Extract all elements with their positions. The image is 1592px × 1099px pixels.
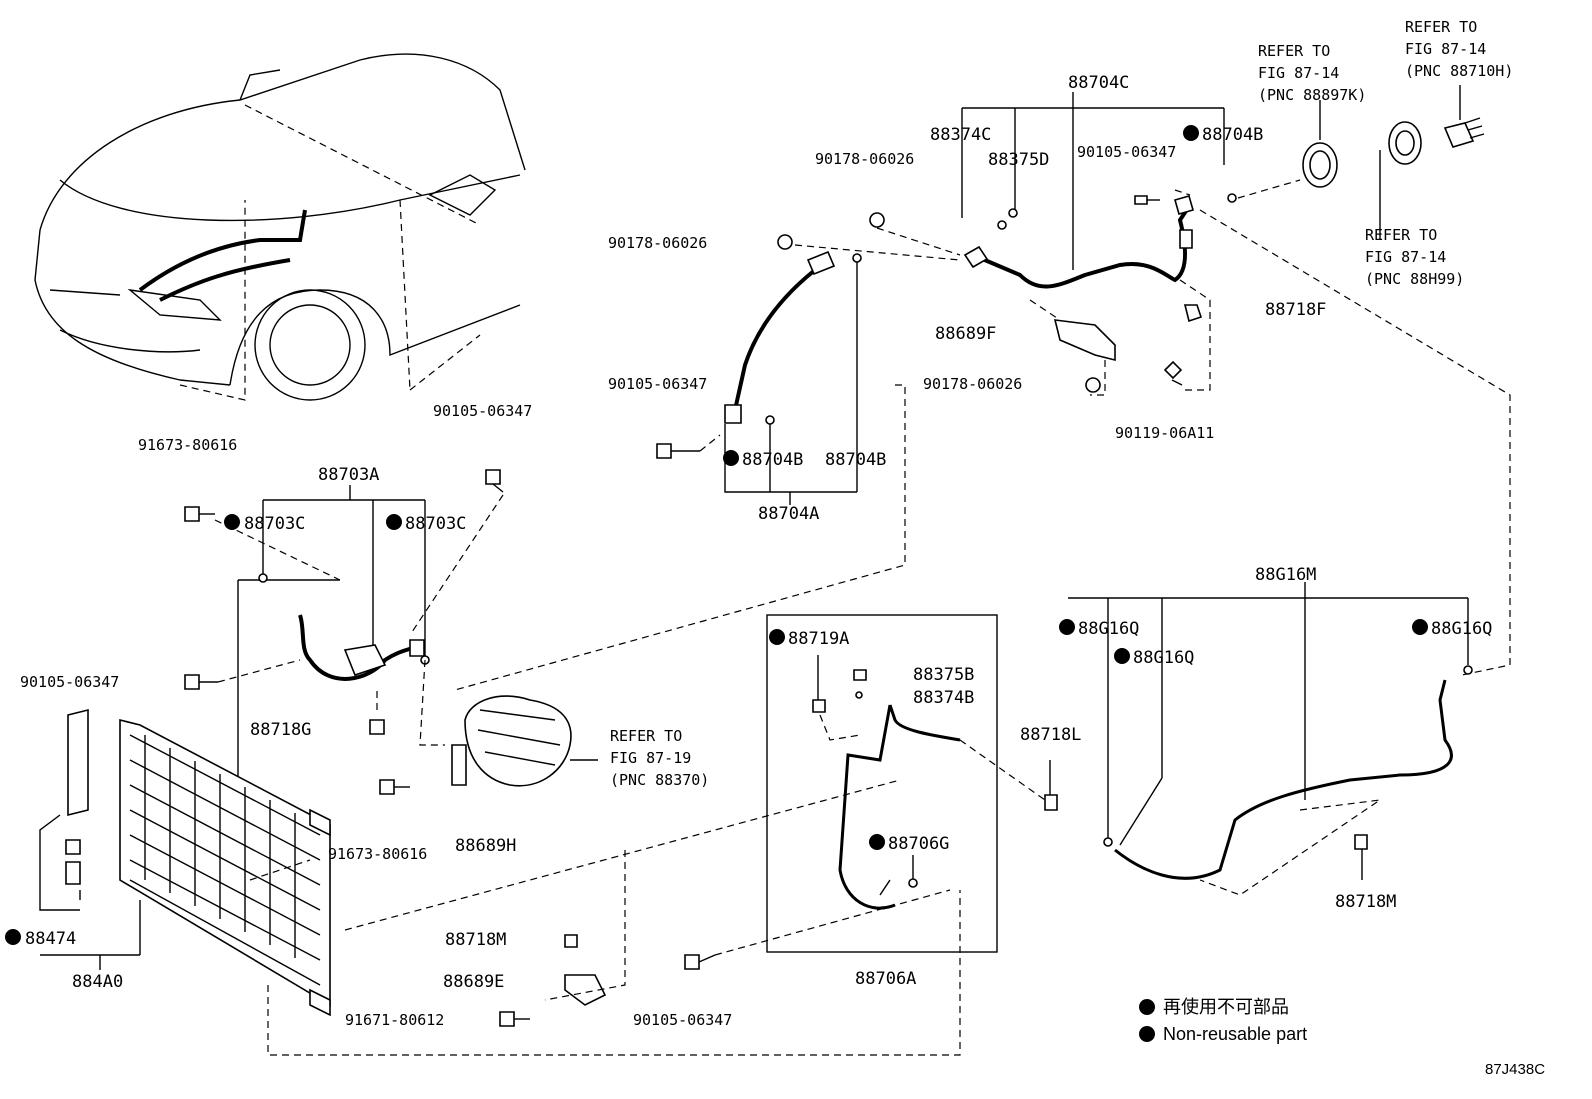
refer-notes: REFER TO FIG 87-14 (PNC 88897K) REFER TO…	[610, 18, 1513, 789]
pipe-assembly-88706A	[766, 614, 998, 953]
nonreusable-marker	[1059, 619, 1075, 635]
label-88718M-bottom: 88718M	[445, 930, 506, 950]
label-88704B-top: 88704B	[1202, 125, 1263, 145]
label-88703A: 88703A	[318, 465, 379, 485]
label-88375D: 88375D	[988, 150, 1049, 170]
label-90105-06347-top: 90105-06347	[1077, 143, 1176, 161]
label-90178-06026-b: 90178-06026	[608, 234, 707, 252]
hose-assembly-88704C	[777, 92, 1511, 676]
figure-code: 87J438C	[1485, 1061, 1545, 1078]
label-90178-06026-a: 90178-06026	[815, 150, 914, 168]
vehicle-outline	[34, 53, 526, 401]
label-90105-06347-left-top: 90105-06347	[433, 402, 532, 420]
nonreusable-marker	[1114, 648, 1130, 664]
refer-88710H-line1: REFER TO	[1405, 18, 1477, 36]
refer-88H99-line3: (PNC 88H99)	[1365, 270, 1464, 288]
refer-88710H-line2: FIG 87-14	[1405, 40, 1486, 58]
label-88374C: 88374C	[930, 125, 991, 145]
label-88718G: 88718G	[250, 720, 311, 740]
label-88719A: 88719A	[788, 629, 849, 649]
label-88G16Q-left: 88G16Q	[1078, 619, 1139, 639]
label-90105-06347-bottom: 90105-06347	[633, 1011, 732, 1029]
label-90119-06A11: 90119-06A11	[1115, 424, 1214, 442]
nonreusable-marker	[224, 514, 240, 530]
nonreusable-marker	[769, 629, 785, 645]
hose-assembly-88703A	[184, 469, 504, 911]
label-90178-06026-c: 90178-06026	[923, 375, 1022, 393]
label-88718L: 88718L	[1020, 725, 1081, 745]
legend-marker-en	[1139, 1026, 1155, 1042]
label-91673-80616-bottom: 91673-80616	[328, 845, 427, 863]
label-88703C-right: 88703C	[405, 514, 466, 534]
label-88718F: 88718F	[1265, 300, 1326, 320]
legend-marker-jp	[1139, 999, 1155, 1015]
label-88G16Q-right: 88G16Q	[1431, 619, 1492, 639]
refer-88H99-line2: FIG 87-14	[1365, 248, 1446, 266]
nonreusable-marker	[1412, 619, 1428, 635]
nonreusable-marker	[869, 834, 885, 850]
refer-88370-line3: (PNC 88370)	[610, 771, 709, 789]
legend-jp: 再使用不可部品	[1163, 997, 1289, 1017]
label-88G16Q-mid: 88G16Q	[1133, 648, 1194, 668]
label-88374B: 88374B	[913, 688, 974, 708]
label-88689F: 88689F	[935, 324, 996, 344]
compressor	[379, 695, 598, 795]
part-labels: 88704C 88374C 88375D 90105-06347 88704B …	[5, 73, 1492, 1029]
label-90105-06347-left: 90105-06347	[20, 673, 119, 691]
nonreusable-marker	[1183, 125, 1199, 141]
refer-parts-top	[1302, 85, 1485, 240]
label-88706G: 88706G	[888, 834, 949, 854]
refer-88370-line2: FIG 87-19	[610, 749, 691, 767]
label-88703C-left: 88703C	[244, 514, 305, 534]
label-88704B-right: 88704B	[825, 450, 886, 470]
refer-88897K-line1: REFER TO	[1258, 42, 1330, 60]
label-88718M-right: 88718M	[1335, 892, 1396, 912]
label-88704A: 88704A	[758, 504, 819, 524]
label-88375B: 88375B	[913, 665, 974, 685]
refer-88370-line1: REFER TO	[610, 727, 682, 745]
pipe-assembly-88G16M	[959, 582, 1473, 896]
label-91671-80612: 91671-80612	[345, 1011, 444, 1029]
label-88689H: 88689H	[455, 836, 516, 856]
label-88704B-left: 88704B	[742, 450, 803, 470]
label-88474: 88474	[25, 929, 76, 949]
refer-88897K-line2: FIG 87-14	[1258, 64, 1339, 82]
bracket-group-bottom	[267, 850, 961, 1056]
label-88G16M: 88G16M	[1255, 565, 1316, 585]
hose-assembly-88704A	[454, 250, 906, 691]
label-88689E: 88689E	[443, 972, 504, 992]
label-90105-06347-mid: 90105-06347	[608, 375, 707, 393]
nonreusable-marker	[386, 514, 402, 530]
legend: 再使用不可部品 Non-reusable part	[1139, 997, 1307, 1044]
label-884A0: 884A0	[72, 972, 123, 992]
refer-88H99-line1: REFER TO	[1365, 226, 1437, 244]
label-91673-80616-top: 91673-80616	[138, 436, 237, 454]
condenser	[39, 708, 901, 1017]
label-88706A: 88706A	[855, 969, 916, 989]
refer-88710H-line3: (PNC 88710H)	[1405, 62, 1513, 80]
refer-88897K-line3: (PNC 88897K)	[1258, 86, 1366, 104]
label-88704C: 88704C	[1068, 73, 1129, 93]
nonreusable-marker	[5, 929, 21, 945]
legend-en: Non-reusable part	[1163, 1024, 1307, 1044]
nonreusable-marker	[723, 450, 739, 466]
